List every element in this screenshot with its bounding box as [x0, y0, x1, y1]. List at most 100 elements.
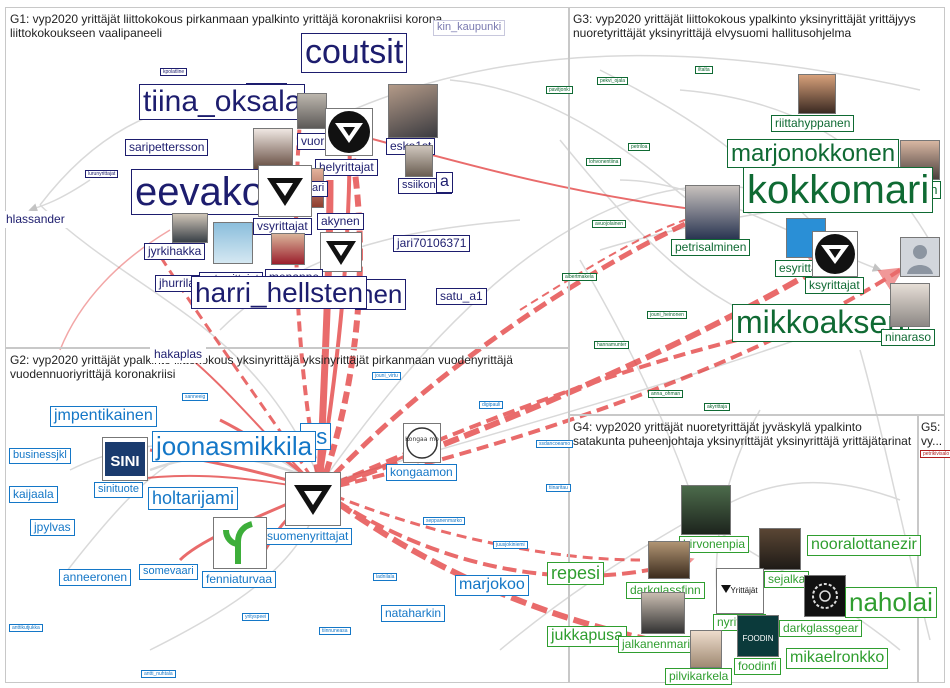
node-naholai[interactable]: naholai	[845, 587, 937, 619]
avatar-photo[interactable]	[759, 528, 801, 570]
yrittajat-logo-icon[interactable]	[320, 232, 362, 272]
tiny-label[interactable]: tiinaritau	[546, 484, 571, 492]
node-jyrkihakka[interactable]: jyrkihakka	[144, 243, 206, 260]
tiny-label[interactable]: petriloa	[628, 143, 651, 151]
node-jari70106371[interactable]: jari70106371	[393, 235, 471, 252]
tiny-label[interactable]: yrityspeei	[242, 613, 270, 621]
foodin-logo-icon[interactable]: FOODIN	[737, 615, 779, 657]
yrittajat-logo-icon[interactable]	[325, 108, 373, 156]
fennia-logo-icon[interactable]	[213, 517, 267, 569]
node-businessjkl[interactable]: businessjkl	[9, 448, 71, 464]
node-satu-a1[interactable]: satu_a1	[436, 288, 487, 305]
tiny-label[interactable]: digipauli	[479, 401, 504, 409]
node-jalkanenmaria[interactable]: jalkanenmaria	[618, 636, 701, 653]
node-marjonokkonen[interactable]: marjonokkonen	[727, 139, 900, 169]
yrittajat-logo-icon[interactable]	[258, 165, 312, 217]
tiny-label[interactable]: ssdancoeamo	[536, 440, 574, 448]
node-marjokoo[interactable]: marjokoo	[455, 575, 529, 596]
node-akynen[interactable]: akynen	[317, 213, 364, 230]
node-ari[interactable]: ari	[308, 181, 329, 197]
node-kongaamon[interactable]: kongaamon	[386, 464, 457, 481]
node-darkglassgear[interactable]: darkglassgear	[779, 620, 863, 637]
node-riittahyppanen[interactable]: riittahyppanen	[771, 115, 855, 132]
avatar-photo[interactable]	[641, 592, 685, 634]
tiny-label[interactable]: lurunyrittajat	[85, 170, 119, 178]
tiny-label[interactable]: anna_ohman	[648, 390, 684, 398]
user-placeholder-icon[interactable]	[900, 237, 940, 277]
node-tiina-oksala[interactable]: tiina_oksala	[139, 84, 306, 120]
node-jpylvas[interactable]: jpylvas	[30, 519, 75, 536]
node-nataharkin[interactable]: nataharkin	[381, 605, 446, 622]
avatar-photo[interactable]	[798, 74, 836, 114]
node-harri-hellsten[interactable]: harri_hellsten	[191, 276, 368, 310]
avatar-photo[interactable]	[388, 84, 438, 138]
node-ksyrittajat[interactable]: ksyrittajat	[805, 277, 864, 294]
yrittajat-logo-icon[interactable]	[812, 231, 858, 277]
tiny-label[interactable]: juusjokiniemi	[493, 541, 528, 549]
node-somevaari[interactable]: somevaari	[139, 564, 198, 580]
tiny-label[interactable]: hannamunter	[594, 341, 630, 349]
yrittajat-logo-icon[interactable]	[285, 472, 341, 526]
tiny-label[interactable]: lohvonentiina	[586, 158, 622, 166]
kongaamon-logo-icon[interactable]: Kongaa mo	[403, 423, 441, 463]
node-kin-kaupunki[interactable]: kin_kaupunki	[433, 20, 506, 36]
node-jukkapusa[interactable]: jukkapusa	[547, 626, 628, 647]
avatar-photo[interactable]	[405, 145, 433, 177]
tiny-label[interactable]: antti_nuhtala	[141, 670, 176, 678]
tiny-label[interactable]: tiinnuneasa	[319, 627, 351, 635]
yrittajat-logo-icon[interactable]: Yrittäjät	[716, 568, 764, 614]
sini-logo-icon[interactable]: SINI	[102, 437, 148, 481]
node-foodinfi[interactable]: foodinfi	[734, 658, 781, 675]
tiny-label[interactable]: kpolatline	[160, 68, 188, 76]
tiny-label[interactable]: iltalta	[695, 66, 713, 74]
tiny-label[interactable]: jouni_virtu	[372, 372, 401, 380]
node-vuor[interactable]: vuor	[297, 133, 329, 150]
node-hirvonenpia[interactable]: hirvonenpia	[679, 536, 750, 553]
node-holtarijami[interactable]: holtarijami	[148, 487, 239, 510]
node-sejalka[interactable]: sejalka	[764, 571, 810, 588]
node-pilvikarkela[interactable]: pilvikarkela	[665, 668, 733, 685]
node-sinituote[interactable]: sinituote	[94, 482, 143, 498]
node-mikkoaksen[interactable]: mikkoaksen	[732, 304, 909, 342]
node-mikaelronkko[interactable]: mikaelronkko	[786, 648, 889, 669]
node-anneeronen[interactable]: anneeronen	[59, 569, 132, 586]
tiny-label[interactable]: jouni_heinonen	[647, 311, 687, 319]
tiny-label[interactable]: ladnilala	[373, 573, 398, 581]
avatar-photo[interactable]	[681, 485, 731, 535]
node-nooralottanezir[interactable]: nooralottanezir	[807, 535, 921, 556]
node-jmpentikainen[interactable]: jmpentikainen	[50, 406, 157, 427]
tiny-label[interactable]: albertmakela	[562, 273, 597, 281]
avatar-photo[interactable]	[271, 233, 305, 265]
avatar-photo[interactable]	[690, 630, 722, 668]
avatar-photo[interactable]	[648, 541, 690, 579]
node-repesi[interactable]: repesi	[547, 562, 605, 585]
node-vsyrittajat[interactable]: vsyrittajat	[253, 218, 312, 235]
avatar-photo[interactable]	[172, 213, 208, 243]
avatar-photo[interactable]	[890, 283, 930, 327]
node-ninaraso[interactable]: ninaraso	[881, 329, 936, 346]
tiny-label[interactable]: seppanenmarko	[423, 517, 465, 525]
node-kaijaala[interactable]: kaijaala	[9, 486, 58, 503]
node-kokkomari[interactable]: kokkomari	[743, 167, 934, 213]
avatar-photo[interactable]	[685, 185, 740, 240]
animal-avatar-icon[interactable]	[213, 222, 253, 264]
tiny-label[interactable]: avuojolainen	[592, 220, 627, 228]
tiny-label[interactable]: pavitjonki	[546, 86, 573, 94]
node-petrisalminen[interactable]: petrisalminen	[671, 239, 751, 256]
tiny-label[interactable]: petrikivisalo	[920, 450, 950, 458]
node-suomenyrittajat[interactable]: suomenyrittajat	[263, 528, 353, 545]
node-hlassander[interactable]: hlassander	[2, 211, 69, 228]
avatar-photo[interactable]	[297, 93, 327, 129]
node-helyrittajat[interactable]: helyrittajat	[315, 159, 378, 176]
darkglass-logo-icon[interactable]	[804, 575, 846, 617]
tiny-label[interactable]: sanneeig	[182, 393, 209, 401]
node-joonasmikkila[interactable]: joonasmikkila	[152, 431, 317, 463]
avatar-photo[interactable]	[253, 128, 293, 172]
node-saripettersson[interactable]: saripettersson	[125, 139, 209, 156]
node-eevako[interactable]: eevako	[131, 169, 268, 215]
node-fenniaturvaa[interactable]: fenniaturvaa	[202, 571, 277, 588]
tiny-label[interactable]: pekvi_ojala	[597, 77, 629, 85]
tiny-label[interactable]: akyrittaja	[704, 403, 731, 411]
node-jhurrila[interactable]: jhurrila	[155, 275, 200, 292]
node-hakaplas[interactable]: hakaplas	[150, 346, 207, 363]
